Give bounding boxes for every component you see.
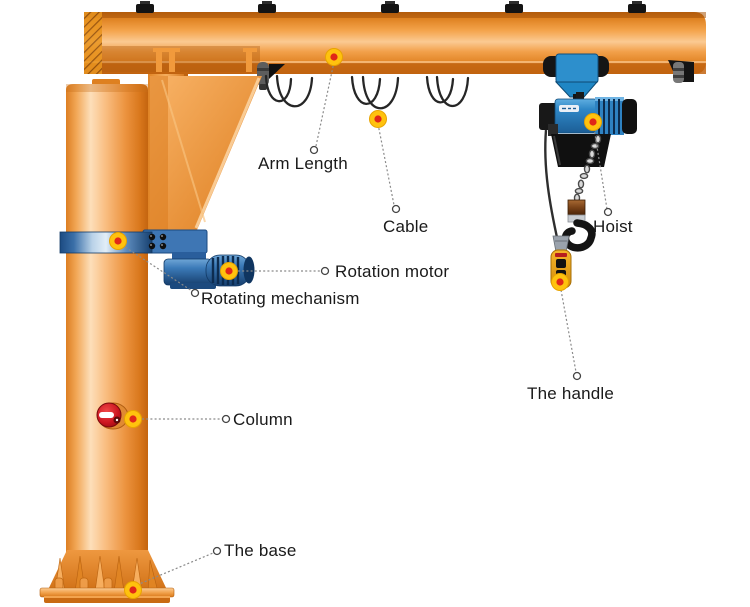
power-switch (96, 402, 129, 430)
label-rotating-mechanism: Rotating mechanism (201, 289, 360, 308)
marker-hoist (584, 113, 602, 131)
marker-cable (369, 110, 387, 128)
mast-and-gusset (148, 74, 262, 232)
marker-dots (109, 48, 602, 599)
gusset-plate (150, 76, 262, 230)
beam-bottom-flange (84, 63, 706, 74)
rotating-mechanism (59, 229, 255, 289)
marker-rotation-motor (220, 262, 238, 280)
label-rotation-motor: Rotation motor (335, 262, 450, 281)
bolt-plate (142, 229, 208, 254)
load-chain (561, 134, 602, 252)
label-the-handle: The handle (527, 384, 615, 403)
base (39, 550, 175, 603)
label-hoist: Hoist (593, 217, 633, 236)
label-column: Column (233, 410, 293, 429)
marker-column (124, 410, 142, 428)
marker-base (124, 581, 142, 599)
label-arm-length: Arm Length (258, 154, 348, 173)
beam-end-stop (668, 60, 694, 83)
crane-arm-beam (84, 1, 706, 90)
label-the-base: The base (224, 541, 297, 560)
label-end-circles (190, 145, 613, 556)
marker-arm-length (325, 48, 343, 66)
beam-top-flange (84, 12, 706, 18)
marker-rotating-mechanism (109, 232, 127, 250)
festoon-cable-loops (264, 74, 470, 110)
hoist-left-cap (539, 103, 558, 130)
beam-left-end-hatch (84, 12, 102, 74)
anchor-studs (54, 577, 113, 591)
hook (561, 199, 596, 252)
plate-bolts (148, 233, 167, 250)
pendant-cable (544, 129, 560, 243)
leader-lines (121, 61, 608, 586)
beam-top-lugs (136, 1, 646, 13)
label-cable: Cable (383, 217, 429, 236)
pendant-button-up (556, 259, 566, 268)
column (66, 79, 148, 556)
gearbox (163, 258, 213, 286)
beam-web-stiffeners (153, 48, 257, 72)
hoist (539, 92, 637, 167)
base-plate (39, 587, 175, 598)
hoist-right-cap (622, 99, 637, 134)
rotation-collar (59, 231, 153, 254)
marker-handle (551, 273, 569, 291)
